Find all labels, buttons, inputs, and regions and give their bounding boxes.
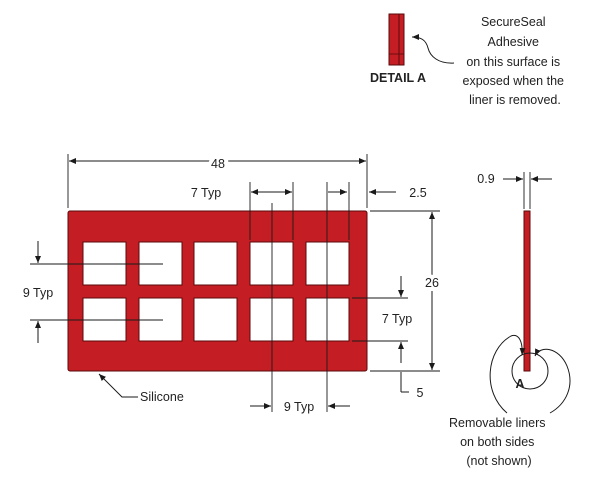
detail-a-leader (411, 34, 455, 64)
hole (193, 297, 238, 342)
dim-height: 26 (370, 210, 443, 372)
hole (82, 241, 127, 286)
dim-48-label: 48 (211, 157, 225, 171)
dim-hole-pitch-y: 9 Typ (23, 241, 163, 343)
hole (249, 241, 294, 286)
dim-hole-pitch-x: 9 Typ (250, 203, 350, 414)
dim-hole-width: 7 Typ (191, 182, 294, 240)
dim-26-label: 26 (425, 276, 439, 290)
detail-a-circle (511, 352, 549, 390)
hole (138, 297, 183, 342)
dim-7typ-right-label: 7 Typ (382, 312, 412, 326)
side-view: 0.9 A Removable liners on both sides (no… (449, 172, 571, 468)
section-marker-a: A (515, 377, 524, 391)
liner-leader-right (534, 348, 571, 414)
detail-a-label: DETAIL A (370, 71, 426, 85)
detail-a-note: SecureSeal Adhesive on this surface is e… (463, 15, 568, 107)
gasket-front-view (67, 210, 368, 372)
dim-bottom-margin: 5 (400, 372, 424, 400)
silicone-label: Silicone (140, 390, 184, 404)
dim-9typ-left-label: 9 Typ (23, 286, 53, 300)
hole (249, 297, 294, 342)
hole (82, 297, 127, 342)
dim-hole-height: 7 Typ (352, 276, 412, 363)
liner-note: Removable liners on both sides (not show… (449, 416, 549, 468)
detail-a-adhesive-strip (388, 13, 405, 66)
dim-9typ-bottom-label: 9 Typ (284, 400, 314, 414)
detail-a-view: DETAIL A SecureSeal Adhesive on this sur… (370, 13, 568, 107)
hole (138, 241, 183, 286)
dim-overall-width: 48 (67, 153, 368, 208)
hole (193, 241, 238, 286)
dim-top-right-margin: 2.5 (326, 182, 427, 378)
dim-5-label: 5 (417, 386, 424, 400)
dim-0-9-label: 0.9 (477, 172, 494, 186)
side-view-strip (523, 210, 531, 372)
silicone-callout: Silicone (98, 373, 184, 404)
liner-leader-left (489, 334, 526, 414)
hole (305, 241, 350, 286)
hole (305, 297, 350, 342)
gasket-body (67, 210, 368, 372)
dim-2-5-label: 2.5 (409, 186, 426, 200)
dim-7typ-top-label: 7 Typ (191, 186, 221, 200)
